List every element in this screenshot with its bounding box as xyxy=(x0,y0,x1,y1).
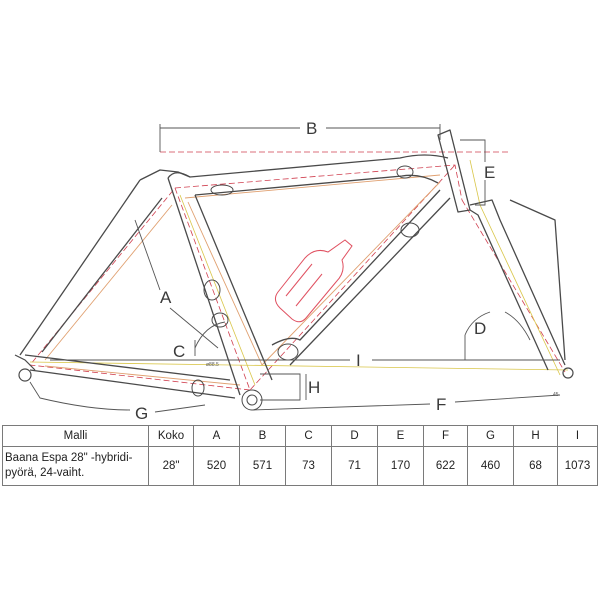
frame-lugs xyxy=(191,165,420,411)
dim-letter-b: B xyxy=(306,119,317,138)
frame-center-line xyxy=(29,151,566,391)
table-cell: 460 xyxy=(467,446,514,486)
dim-letter-i: I xyxy=(356,351,361,370)
header-cell: I xyxy=(557,425,598,447)
bb-annotation: ø88.5 xyxy=(206,362,219,368)
dim-letter-h: H xyxy=(308,378,320,397)
header-cell: F xyxy=(423,425,468,447)
table-cell: 622 xyxy=(423,446,468,486)
table-cell: 520 xyxy=(193,446,240,486)
header-cell: E xyxy=(377,425,424,447)
fork-annotation: 45 xyxy=(553,392,559,398)
table-cell: 170 xyxy=(377,446,424,486)
dim-letter-f: F xyxy=(436,395,446,414)
table-row: Baana Espa 28" -hybridi-pyörä, 24-vaiht.… xyxy=(2,446,598,486)
dim-letter-a: A xyxy=(160,288,172,307)
dim-letter-c: C xyxy=(173,342,185,361)
rear-dropout xyxy=(14,354,36,382)
frame-geometry-diagram: ø88.5 45 B E A D C I H G F xyxy=(14,119,574,423)
header-cell: A xyxy=(193,425,240,447)
header-cell: Koko xyxy=(148,425,194,447)
frame-guide-lines xyxy=(29,159,569,386)
geometry-table: Malli Koko A B C D E F G H I Baana Espa … xyxy=(2,425,598,486)
front-dropout xyxy=(562,367,574,379)
table-cell: 73 xyxy=(285,446,332,486)
bottle-icon xyxy=(274,239,353,323)
header-cell: G xyxy=(467,425,514,447)
header-cell: D xyxy=(331,425,378,447)
model-cell: Baana Espa 28" -hybridi-pyörä, 24-vaiht. xyxy=(2,446,149,486)
frame-outline xyxy=(19,129,566,399)
table-cell: 71 xyxy=(331,446,378,486)
dim-letter-e: E xyxy=(484,163,495,182)
table-header-row: Malli Koko A B C D E F G H I xyxy=(2,425,598,447)
header-cell: B xyxy=(239,425,286,447)
table-cell: 571 xyxy=(239,446,286,486)
header-cell: Malli xyxy=(2,425,149,447)
dimension-lines xyxy=(29,124,561,413)
header-cell: H xyxy=(513,425,558,447)
table-cell: 68 xyxy=(513,446,558,486)
header-cell: C xyxy=(285,425,332,447)
table-cell: 28" xyxy=(148,446,194,486)
dim-letter-d: D xyxy=(474,319,486,338)
dim-letter-g: G xyxy=(135,404,148,423)
table-cell: 1073 xyxy=(557,446,598,486)
